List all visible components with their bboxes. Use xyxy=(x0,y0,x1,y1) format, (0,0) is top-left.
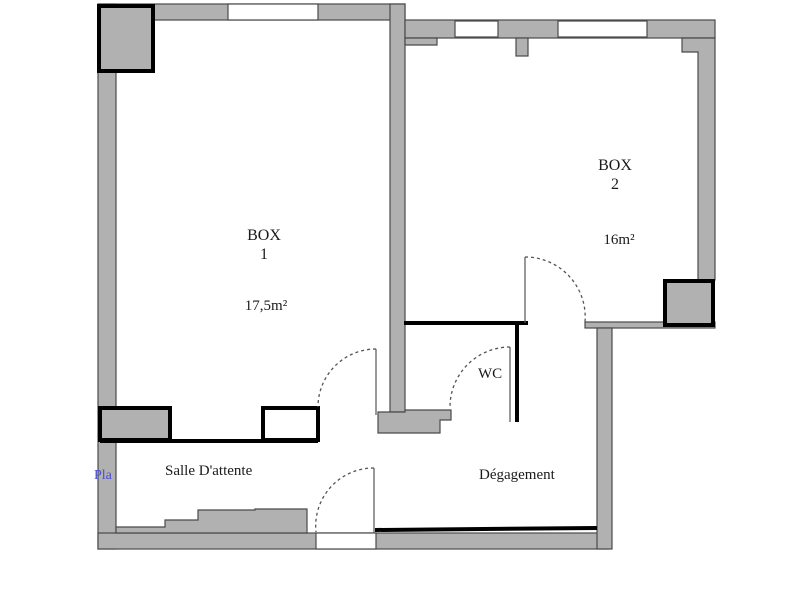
box2-name: BOX xyxy=(598,157,632,174)
pillars xyxy=(97,4,715,442)
window-bottom-salle xyxy=(315,532,377,550)
cabinet-salle xyxy=(261,406,320,442)
room-label-box1: BOX 1 xyxy=(234,226,294,264)
box1-name: BOX xyxy=(247,227,281,244)
box1-area: 17,5m² xyxy=(244,298,288,314)
room-label-degagement: Dégagement xyxy=(479,467,555,483)
pillar-box2-corner xyxy=(663,279,715,327)
room-label-salle: Salle D'attente xyxy=(165,463,253,479)
windows xyxy=(227,3,648,550)
pillar-salle-left xyxy=(98,406,172,442)
window-top-box2-b xyxy=(557,20,648,38)
door-box1 xyxy=(317,348,377,408)
door-swings xyxy=(315,256,586,533)
pillar-top-left xyxy=(97,4,155,73)
door-box2 xyxy=(524,256,586,323)
overlay-text-fragment: Pla xyxy=(94,468,112,483)
box2-number: 2 xyxy=(611,176,619,193)
door-salle-bottom xyxy=(315,467,375,533)
partitions xyxy=(100,321,598,532)
window-top-box1 xyxy=(227,3,319,21)
room-label-wc: WC xyxy=(478,366,503,382)
window-top-box2-a xyxy=(454,20,499,38)
room-label-box2: BOX 2 xyxy=(590,156,640,194)
box2-area: 16m² xyxy=(603,232,635,248)
box1-number: 1 xyxy=(260,246,268,263)
door-jambs xyxy=(373,257,526,533)
